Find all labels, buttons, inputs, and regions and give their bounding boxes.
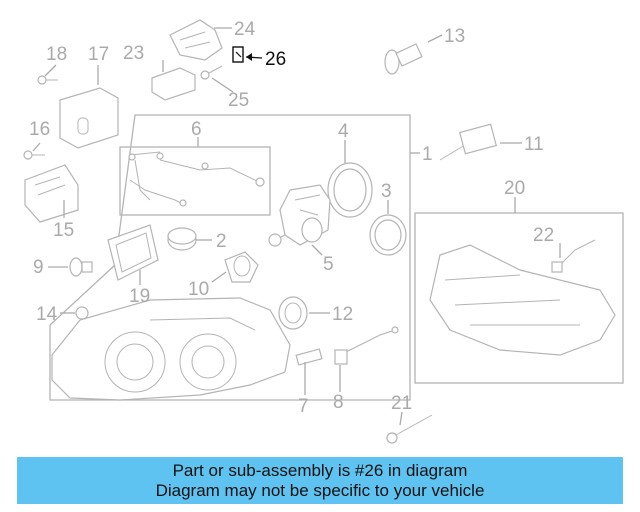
callout-20: 20 xyxy=(504,178,525,199)
part-7-bulb xyxy=(295,348,323,366)
callout-6: 6 xyxy=(191,119,202,140)
info-banner: Part or sub-assembly is #26 in diagram D… xyxy=(17,457,623,504)
callout-21: 21 xyxy=(391,393,412,414)
callout-24: 24 xyxy=(234,19,256,40)
callout-4: 4 xyxy=(338,121,349,142)
callout-16: 16 xyxy=(29,119,50,140)
part-17-ballast xyxy=(59,87,119,149)
part-24-bracket xyxy=(169,19,223,61)
callout-26: 26 xyxy=(265,49,286,70)
callout-14: 14 xyxy=(36,304,58,325)
headlamp-assembly xyxy=(51,297,291,401)
callout-22: 22 xyxy=(533,225,554,246)
part-14-plug xyxy=(75,306,89,320)
callout-11: 11 xyxy=(524,134,544,155)
part-21-bolt xyxy=(386,414,433,444)
callout-9: 9 xyxy=(33,257,44,278)
part-22-connector xyxy=(551,239,596,273)
callout-5: 5 xyxy=(323,254,334,275)
part-15-module xyxy=(24,164,79,223)
part-19-gasket xyxy=(107,224,159,281)
banner-line-2: Diagram may not be specific to your vehi… xyxy=(155,481,485,500)
callout-13: 13 xyxy=(444,26,465,47)
callout-2: 2 xyxy=(216,231,227,252)
callout-8: 8 xyxy=(333,392,344,413)
part-23-control-unit xyxy=(151,67,196,101)
part-25-screw xyxy=(200,65,223,80)
part-2-cap xyxy=(167,227,197,251)
callout-25: 25 xyxy=(228,90,249,111)
part-16-screw xyxy=(23,150,45,160)
callout-10: 10 xyxy=(188,279,209,300)
part-10-socket xyxy=(224,251,259,283)
callout-labels: 1 2 3 4 5 6 7 8 9 10 11 12 13 14 15 16 1… xyxy=(29,19,554,417)
part-13-bulb xyxy=(384,43,423,75)
banner-line-1: Part or sub-assembly is #26 in diagram xyxy=(172,461,468,480)
part-4-ring xyxy=(327,162,373,218)
callout-15: 15 xyxy=(53,220,74,241)
part-8-harness xyxy=(334,326,399,365)
part-6-leveling-linkage xyxy=(119,146,271,216)
leader-lines xyxy=(32,27,561,426)
part-18-screw xyxy=(37,75,58,85)
callout-7: 7 xyxy=(298,396,309,417)
callout-23: 23 xyxy=(123,43,144,64)
callout-19: 19 xyxy=(129,286,150,307)
part-5-motor xyxy=(268,184,331,247)
callout-12: 12 xyxy=(332,304,353,325)
callout-1: 1 xyxy=(422,144,433,165)
part-11-xenon-bulb xyxy=(439,123,498,161)
part-9-bulb xyxy=(69,257,93,277)
part-20-lower-tray xyxy=(414,212,624,384)
callout-18: 18 xyxy=(46,44,67,65)
part-26-clip xyxy=(232,46,244,63)
parts-diagram: 1 2 3 4 5 6 7 8 9 10 11 12 13 14 15 16 1… xyxy=(23,19,624,444)
callout-17: 17 xyxy=(88,44,109,65)
part-12-socket xyxy=(278,296,308,330)
callout-3: 3 xyxy=(381,181,392,202)
part-3-ring xyxy=(369,214,407,256)
